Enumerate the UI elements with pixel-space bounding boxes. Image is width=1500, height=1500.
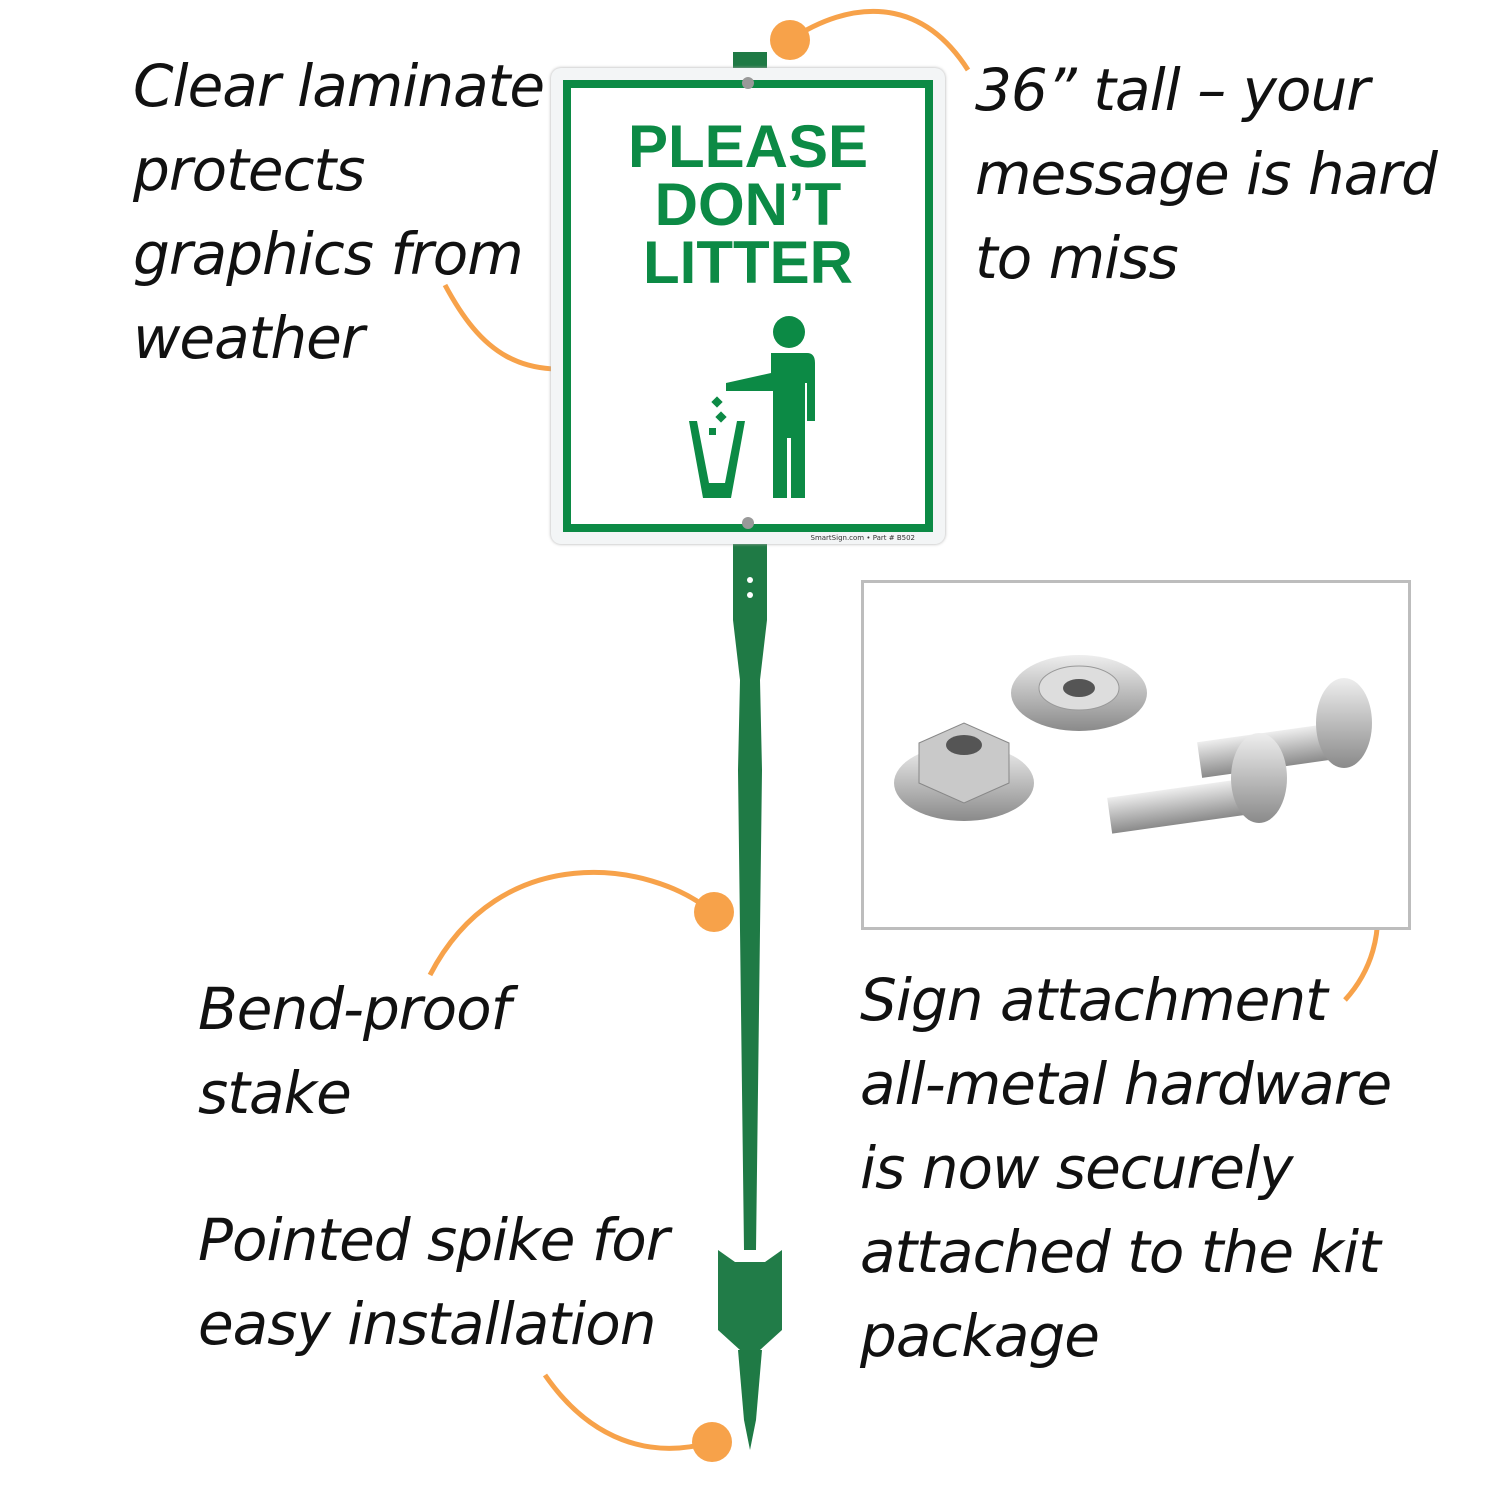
stake-fins [718,1250,782,1350]
screw-icon [742,517,754,529]
bolt-icon [1107,678,1372,834]
sign-fine-print: SmartSign.com • Part # B502 [810,534,916,542]
stake-pole [733,620,767,1250]
sign-line: DON’T [654,171,842,238]
screw-icon [742,77,754,89]
callout-spike: Pointed spike for easy installation [198,1206,670,1358]
sign-border: PLEASE DON’T LITTER [563,80,933,532]
stake-spike [738,1350,762,1450]
hardware-photo [861,580,1411,930]
sign-title: PLEASE DON’T LITTER [571,113,925,296]
callout-hardware: Sign attachment all-metal hardware is no… [860,966,1392,1370]
serrated-nut-icon [1011,655,1147,731]
sign-line: PLEASE [627,113,869,180]
person-littering-in-bin-icon [689,316,815,498]
sign-panel: PLEASE DON’T LITTER SmartSign.com • Part… [551,68,945,544]
callout-height: 36” tall – your message is hard to miss [975,56,1438,292]
sign-line: LITTER [643,229,853,296]
callout-stake: Bend-proof stake [198,975,511,1127]
flange-nut-icon [894,722,1034,821]
callout-laminate: Clear laminate protects graphics from we… [133,52,545,372]
